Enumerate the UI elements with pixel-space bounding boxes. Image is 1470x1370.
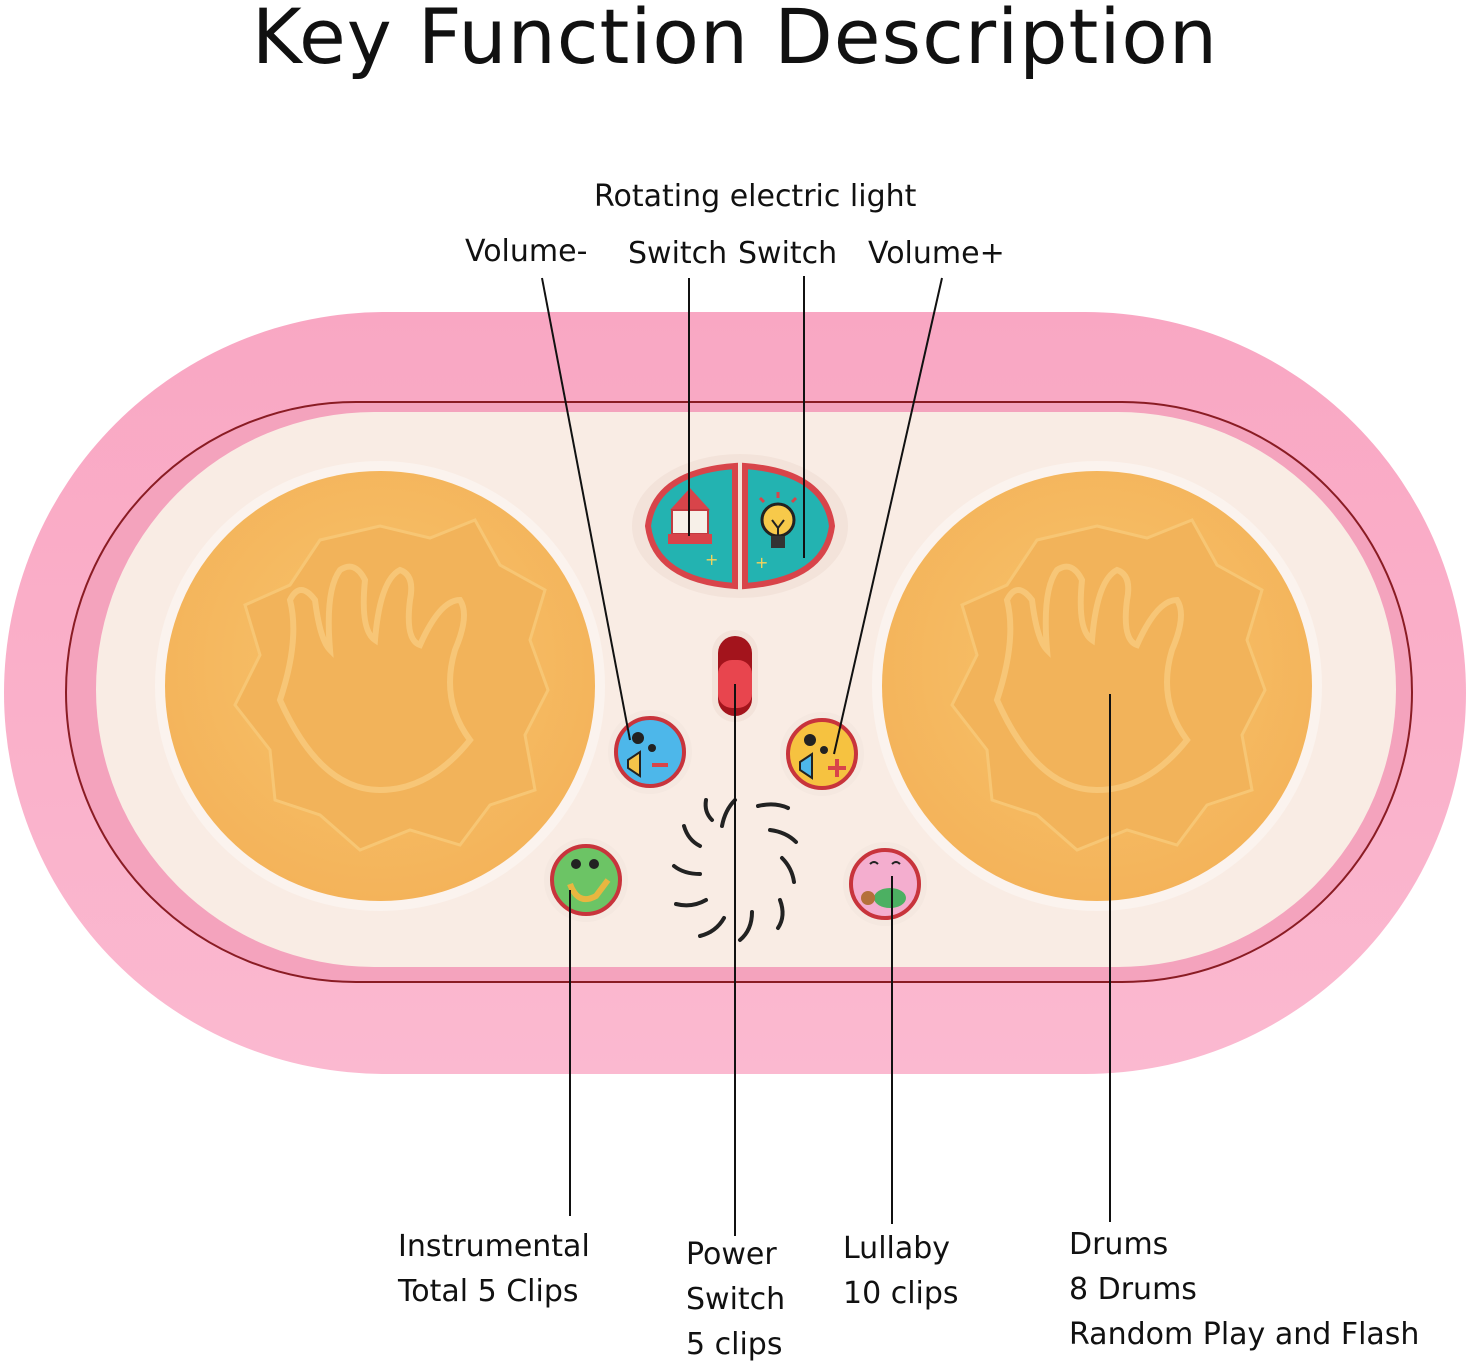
speaker-grille-icon: [672, 798, 798, 942]
page-title: Key Function Description: [251, 0, 1219, 81]
drums-count: 8 Drums: [1069, 1272, 1197, 1307]
instrumental-detail: Total 5 Clips: [398, 1274, 579, 1309]
svg-text:+: +: [705, 550, 718, 569]
volume-down-button[interactable]: [608, 710, 692, 794]
right-drum-pad[interactable]: [872, 461, 1322, 911]
power-switch-title-1: Power: [686, 1237, 777, 1272]
instrumental-title: Instrumental: [398, 1229, 590, 1264]
power-switch-title-2: Switch: [686, 1282, 786, 1317]
power-switch-label: Power Switch 5 clips: [686, 1232, 785, 1367]
instrumental-button[interactable]: [544, 838, 628, 922]
switch-left-label: Switch: [628, 236, 728, 271]
power-switch-detail: 5 clips: [686, 1327, 783, 1362]
saxophone-icon: [567, 859, 611, 902]
volume-plus-label: Volume+: [868, 236, 1005, 271]
instrumental-label: Instrumental Total 5 Clips: [398, 1224, 590, 1314]
light-bulb-icon: [758, 492, 798, 548]
switch-right-label: Switch: [738, 236, 838, 271]
drums-detail: Random Play and Flash: [1069, 1317, 1420, 1352]
volume-minus-line: [541, 277, 631, 741]
hand-print-icon: [993, 563, 1191, 794]
volume-plus-line: [833, 277, 943, 755]
sleeping-baby-icon: [861, 861, 906, 908]
volume-up-icon: [799, 734, 846, 780]
rotating-light-label: Rotating electric light: [594, 179, 917, 214]
lullaby-label: Lullaby 10 clips: [843, 1226, 959, 1316]
switch-buttons: + +: [632, 454, 848, 598]
svg-text:+: +: [755, 553, 768, 572]
volume-minus-label: Volume-: [465, 234, 588, 269]
drums-label: Drums 8 Drums Random Play and Flash: [1069, 1222, 1419, 1357]
lullaby-detail: 10 clips: [843, 1276, 959, 1311]
power-switch[interactable]: [712, 630, 758, 722]
light-button[interactable]: +: [742, 462, 836, 590]
hand-print-icon: [276, 563, 474, 794]
left-drum-pad[interactable]: [155, 461, 605, 911]
drums-title: Drums: [1069, 1227, 1169, 1262]
lullaby-title: Lullaby: [843, 1231, 951, 1266]
lullaby-button[interactable]: [843, 842, 927, 926]
callout-lines: [541, 276, 1111, 1236]
volume-up-button[interactable]: [780, 712, 864, 796]
volume-down-icon: [627, 732, 668, 778]
